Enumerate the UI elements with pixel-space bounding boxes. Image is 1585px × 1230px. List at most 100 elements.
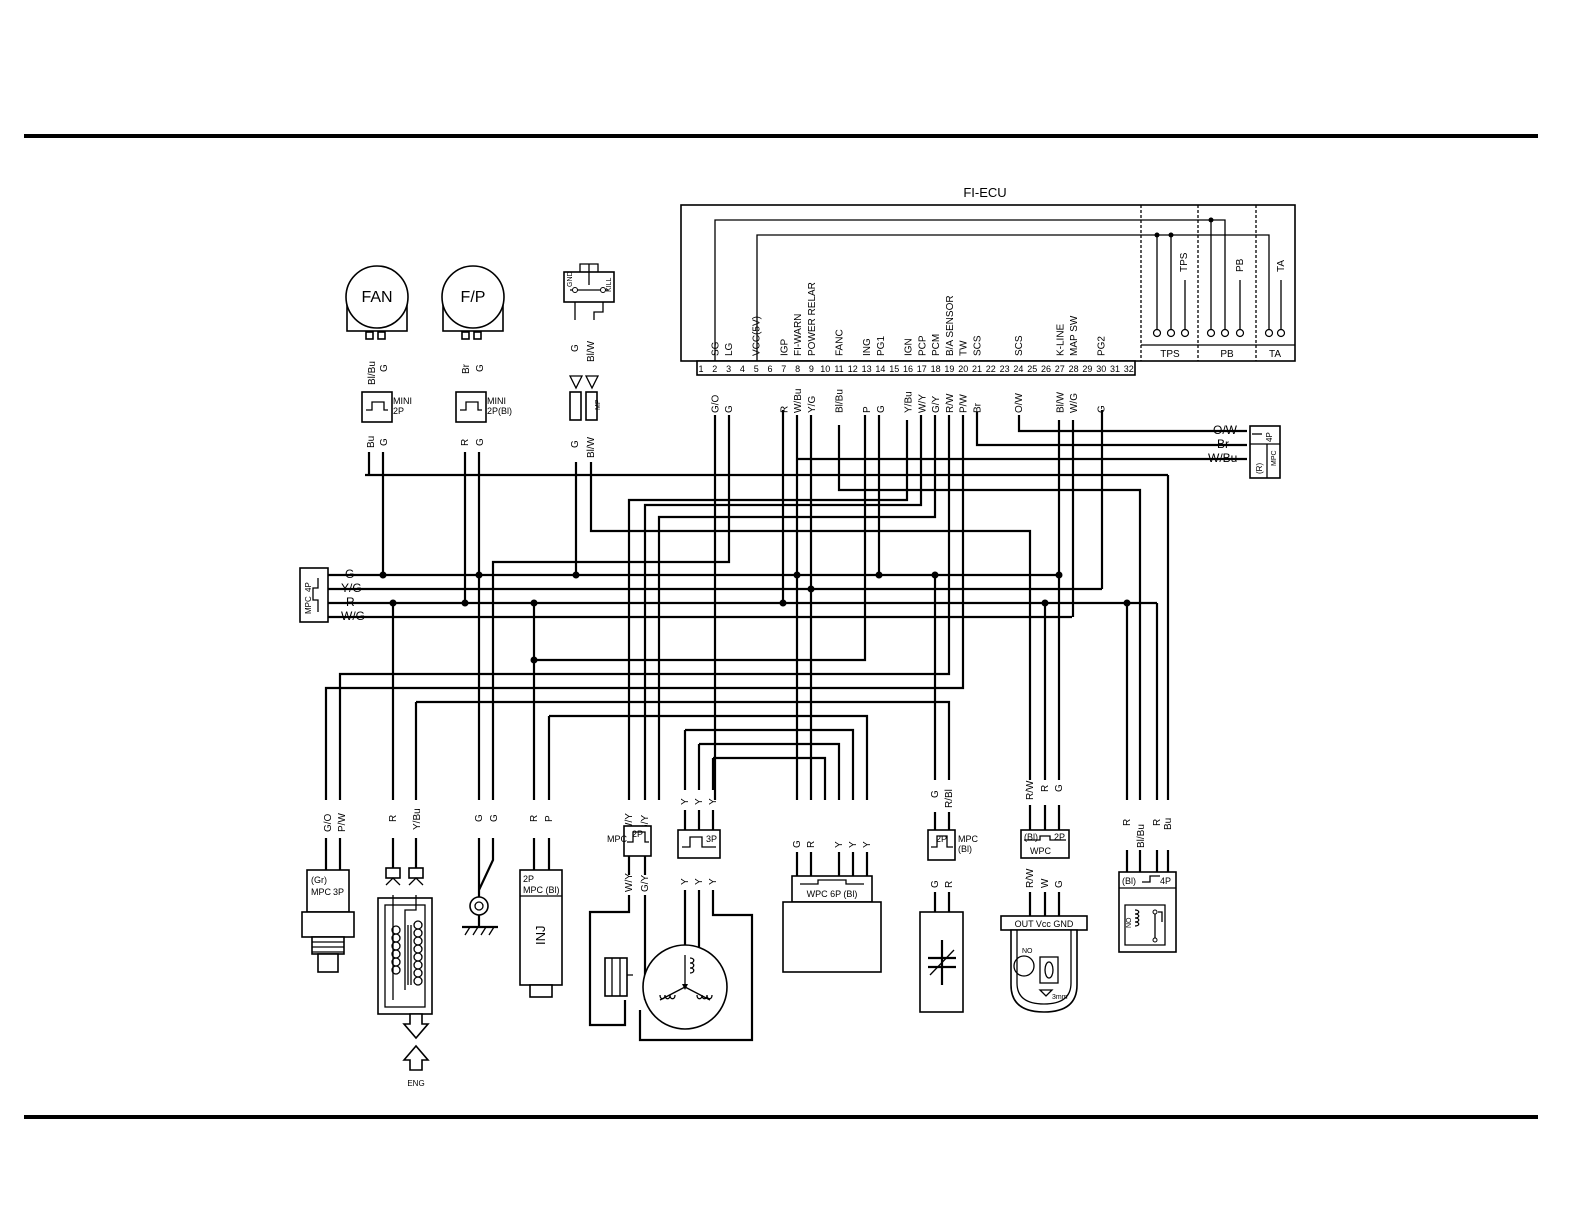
c5-conn-type: MPC [607,834,628,844]
ecu-pin-8: 8 [795,364,800,374]
fan-motor: FAN Bl/Bu G MINI 2P Bu G [345,265,412,448]
c6-wire-2: Y [694,798,705,805]
ecu-func-pin-21: SCS [973,335,984,356]
tps-label: TPS [1160,349,1180,360]
ecu-func-pin-7: IGP [779,338,790,356]
ecu-wire-color-pin-30: G [1097,405,1108,413]
left-conn-pins: 4P [304,582,313,592]
c9-wire-2: R [1040,785,1051,792]
fp-out-2: G [475,438,486,446]
ecu-pin-7: 7 [781,364,786,374]
c8-conn-color: (Bl) [958,844,972,854]
sw-out-2: Bl/W [586,436,597,458]
c4-wire-1: R [529,815,540,822]
switch-4p: R Bl/Bu R Bu (Bl) 4P NO [1118,818,1177,953]
c6-connector [677,829,721,859]
c9-gap-label: 3mm [1052,994,1068,1001]
engine-ground-arrow [402,1044,430,1071]
c10-wire-4: Bu [1163,818,1174,830]
ecu-wire-color-pin-7: R [779,406,790,413]
c4-conn-type: MPC (Bl) [523,885,560,895]
junction-dots [379,571,1131,664]
fp-wire-1: Br [461,363,472,374]
ecu-wire-color-pin-19: R/W [945,393,956,413]
sw-wire-1: G [570,344,581,352]
c1-sensor-body [301,911,355,938]
c8-out-2: R [944,881,955,888]
c9-out-1: R/W [1025,868,1036,888]
right-conn-pins: 4P [1265,432,1274,442]
ecu-wire-color-pin-9: Y/G [807,396,818,413]
c3-wire-1: G [474,814,485,822]
sw-out-1: G [570,440,581,448]
c9-conn-type: WPC [1030,846,1051,856]
c9-connector [1020,829,1070,859]
c9-conn-pins: 2P [1054,832,1065,842]
ecu-pin-1: 1 [698,364,703,374]
ecu-wire-color-pin-21: Br [973,402,984,413]
rectifier-6p: G R Y Y Y WPC 6P (Bl) [782,840,882,973]
c6-out-3: Y [708,878,719,885]
ecu-pin-strip [696,360,1136,376]
ecu-pin-16: 16 [903,364,913,374]
c8-wire-1: G [930,790,941,798]
fan-out-2: G [379,438,390,446]
c6-out-1: Y [680,878,691,885]
c9-wire-1: R/W [1025,780,1036,800]
c9-no-label: NO [1022,948,1033,955]
ecu-func-pin-16: IGN [904,338,915,356]
fp-wire-2: G [475,364,486,372]
fan-wire-1: Bl/Bu [367,361,378,385]
c6-wire-3: Y [708,798,719,805]
c5-connector [623,825,652,857]
c8-conn-pins: 2P [936,834,947,844]
c10-conn-color: (Bl) [1122,876,1136,886]
sw-pin-gnd: GND [567,271,574,287]
ecu-func-pin-28: MAP SW [1069,315,1080,356]
c10-body [1118,871,1177,953]
c8-connector [927,829,956,861]
ecu-pin-2: 2 [712,364,717,374]
ecu-func-pin-19: B/A SENSOR [945,295,956,356]
ecu-func-pin-3: LG [724,342,735,356]
c9-out-3: G [1054,880,1065,888]
c5-wire-2: G/Y [640,814,651,832]
c6-out-2: Y [694,878,705,885]
ecu-func-pin-9: POWER RELAR [807,282,818,356]
ecu-func-pin-11: FANC [835,329,846,356]
ecu-wire-color-pin-28: W/G [1069,393,1080,413]
c8-out-1: G [930,880,941,888]
ecu-pin-15: 15 [889,364,899,374]
left-connector-box [299,567,329,623]
ta-sensor-label: TA [1276,260,1287,272]
injector: R P 2P MPC (Bl) INJ [519,815,563,998]
c9-body [1010,929,1078,1013]
ecu-title: FI-ECU [963,185,1006,200]
ecu-wire-color-pin-14: G [876,405,887,413]
ground-terminal: G G [462,814,500,936]
right-conn-type: MPC [1271,450,1278,466]
c1-tag-color: (Gr) [311,875,327,885]
pulser-generator: W/Y G/Y MPC 2P W/Y G/Y [588,813,652,1027]
ecu-pin-11: 11 [834,364,843,374]
ecu-pin-5: 5 [754,364,759,374]
ecu-pin-18: 18 [931,364,941,374]
c4-conn-pins: 2P [523,874,534,884]
right-conn-color: (R) [1255,463,1264,474]
c1-tag-pins: 3P [333,887,344,897]
c6-conn-pins: 3P [706,834,717,844]
c7-wire-1: G [792,840,803,848]
fan-connector [361,391,393,423]
fp-conn-type: MINI [487,396,506,406]
ecu-pin-12: 12 [848,364,858,374]
ecu-pin-29: 29 [1082,364,1092,374]
pulser-icon [604,957,628,997]
ignition-coil: R Y/Bu ENG [377,808,433,1088]
c3-wire-2: G [489,814,500,822]
ecu-wire-color-pin-13: P [862,406,873,413]
ecu-wire-color-pin-20: P/W [959,394,970,413]
eng-label: ENG [407,1079,424,1088]
